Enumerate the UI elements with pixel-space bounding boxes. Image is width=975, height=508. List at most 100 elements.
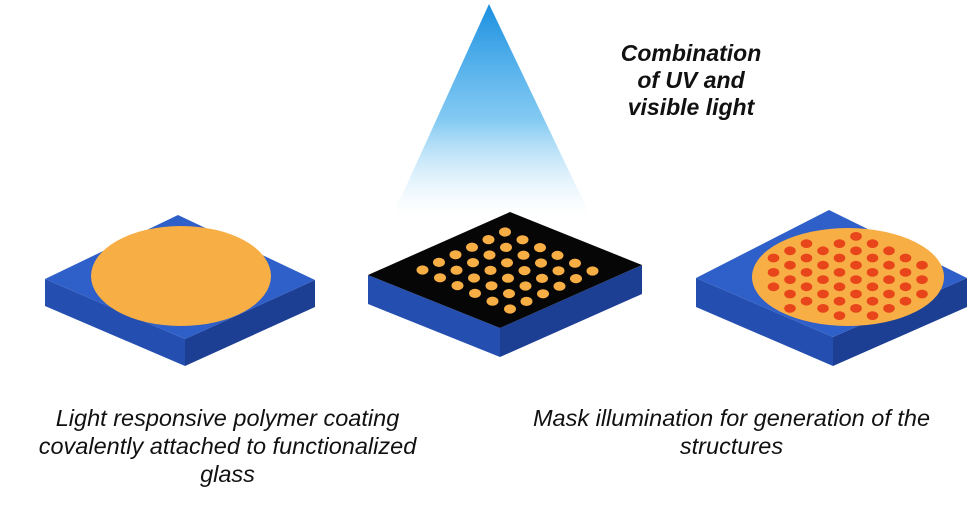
structure-dot (866, 253, 879, 263)
mask-hole (433, 257, 445, 267)
mask-hole (569, 258, 581, 268)
slide-side-face (185, 280, 315, 366)
structure-dot (800, 296, 813, 306)
structure-dot (833, 239, 846, 249)
structure-dot (883, 260, 895, 270)
patterned-slide-icon (696, 210, 967, 366)
structure-dot (767, 282, 780, 292)
caption-coating: Light responsive polymer coating covalen… (38, 405, 417, 488)
mask-hole (434, 273, 446, 283)
structure-dot (866, 311, 879, 320)
structure-dot (784, 275, 796, 284)
photomask (368, 212, 642, 328)
mask-hole (451, 281, 464, 291)
mask-hole-grid (416, 227, 599, 314)
structure-dot (916, 275, 928, 284)
structure-dot (850, 260, 862, 270)
mask-hole (516, 235, 529, 245)
structure-dot (800, 253, 813, 263)
structure-dot (850, 289, 862, 299)
mask-hole (466, 242, 478, 252)
mask-hole (468, 273, 480, 283)
mask-hole (467, 258, 479, 268)
mask-hole (416, 265, 429, 275)
structure-dot (833, 296, 846, 306)
structure-dot (817, 260, 829, 270)
mask-hole (482, 235, 495, 245)
structure-dot (850, 232, 862, 241)
structure-dot (899, 268, 912, 277)
mask-hole (570, 274, 582, 284)
mask-hole (500, 242, 512, 252)
polymer-coating (752, 228, 944, 326)
structure-dot (883, 275, 895, 284)
structure-dot (850, 246, 862, 256)
mask-hole (534, 243, 546, 253)
mask-hole (469, 288, 481, 298)
structure-dot (784, 304, 796, 313)
mask-hole (485, 281, 498, 291)
structure-dot (899, 296, 912, 306)
structure-dot (800, 282, 813, 292)
mask-hole (503, 289, 515, 299)
structure-dot (833, 268, 846, 277)
mask-hole (449, 250, 462, 260)
structure-dot (916, 289, 928, 299)
mask-hole (586, 266, 599, 276)
structure-dot (866, 239, 879, 249)
structure-dot (767, 268, 780, 277)
mask-hole (519, 281, 532, 291)
mask-hole (536, 273, 548, 283)
structure-dot (883, 289, 895, 299)
mask-hole (450, 265, 463, 275)
structure-dot (916, 260, 928, 270)
structure-dot (883, 304, 895, 313)
structure-dot (817, 304, 829, 313)
mask-hole (483, 250, 496, 260)
structure-dot (784, 246, 796, 256)
structure-dot (833, 311, 846, 320)
mask-hole (499, 227, 511, 237)
structure-dot-grid (767, 232, 928, 320)
structure-dot (866, 282, 879, 292)
mask-hole (535, 258, 547, 268)
structure-dot (800, 268, 813, 277)
structure-dot (899, 282, 912, 292)
structure-dot (850, 304, 862, 313)
slide-side-face (833, 278, 967, 366)
structure-dot (767, 253, 780, 263)
mask-hole (552, 266, 565, 276)
polymer-coating (91, 226, 271, 326)
mask-hole (486, 296, 499, 306)
mask-hole (520, 296, 533, 306)
light-source-label: Combination of UV and visible light (620, 40, 762, 120)
structure-dot (817, 246, 829, 256)
structure-dot (784, 289, 796, 299)
slide-front-face (45, 279, 185, 366)
slide-front-face (368, 275, 500, 357)
mask-hole (553, 281, 566, 291)
mask-hole (537, 289, 549, 299)
structure-dot (850, 275, 862, 284)
mask-hole (502, 273, 514, 283)
structure-dot (833, 253, 846, 263)
structure-dot (800, 239, 813, 249)
structure-dot (833, 282, 846, 292)
slide-front-face (696, 278, 833, 366)
mask-hole (551, 250, 564, 260)
mask-hole (517, 250, 530, 260)
mask-hole (484, 265, 497, 275)
mask-hole (501, 258, 513, 268)
structure-dot (817, 289, 829, 299)
light-beam-icon (393, 4, 590, 215)
mask-hole (504, 304, 516, 314)
structure-dot (817, 275, 829, 284)
caption-mask-illumination: Mask illumination for generation of the … (532, 405, 931, 460)
structure-dot (883, 246, 895, 256)
structure-dot (899, 253, 912, 263)
mask-hole (518, 266, 531, 276)
coated-slide-icon (45, 215, 315, 366)
structure-dot (784, 260, 796, 270)
